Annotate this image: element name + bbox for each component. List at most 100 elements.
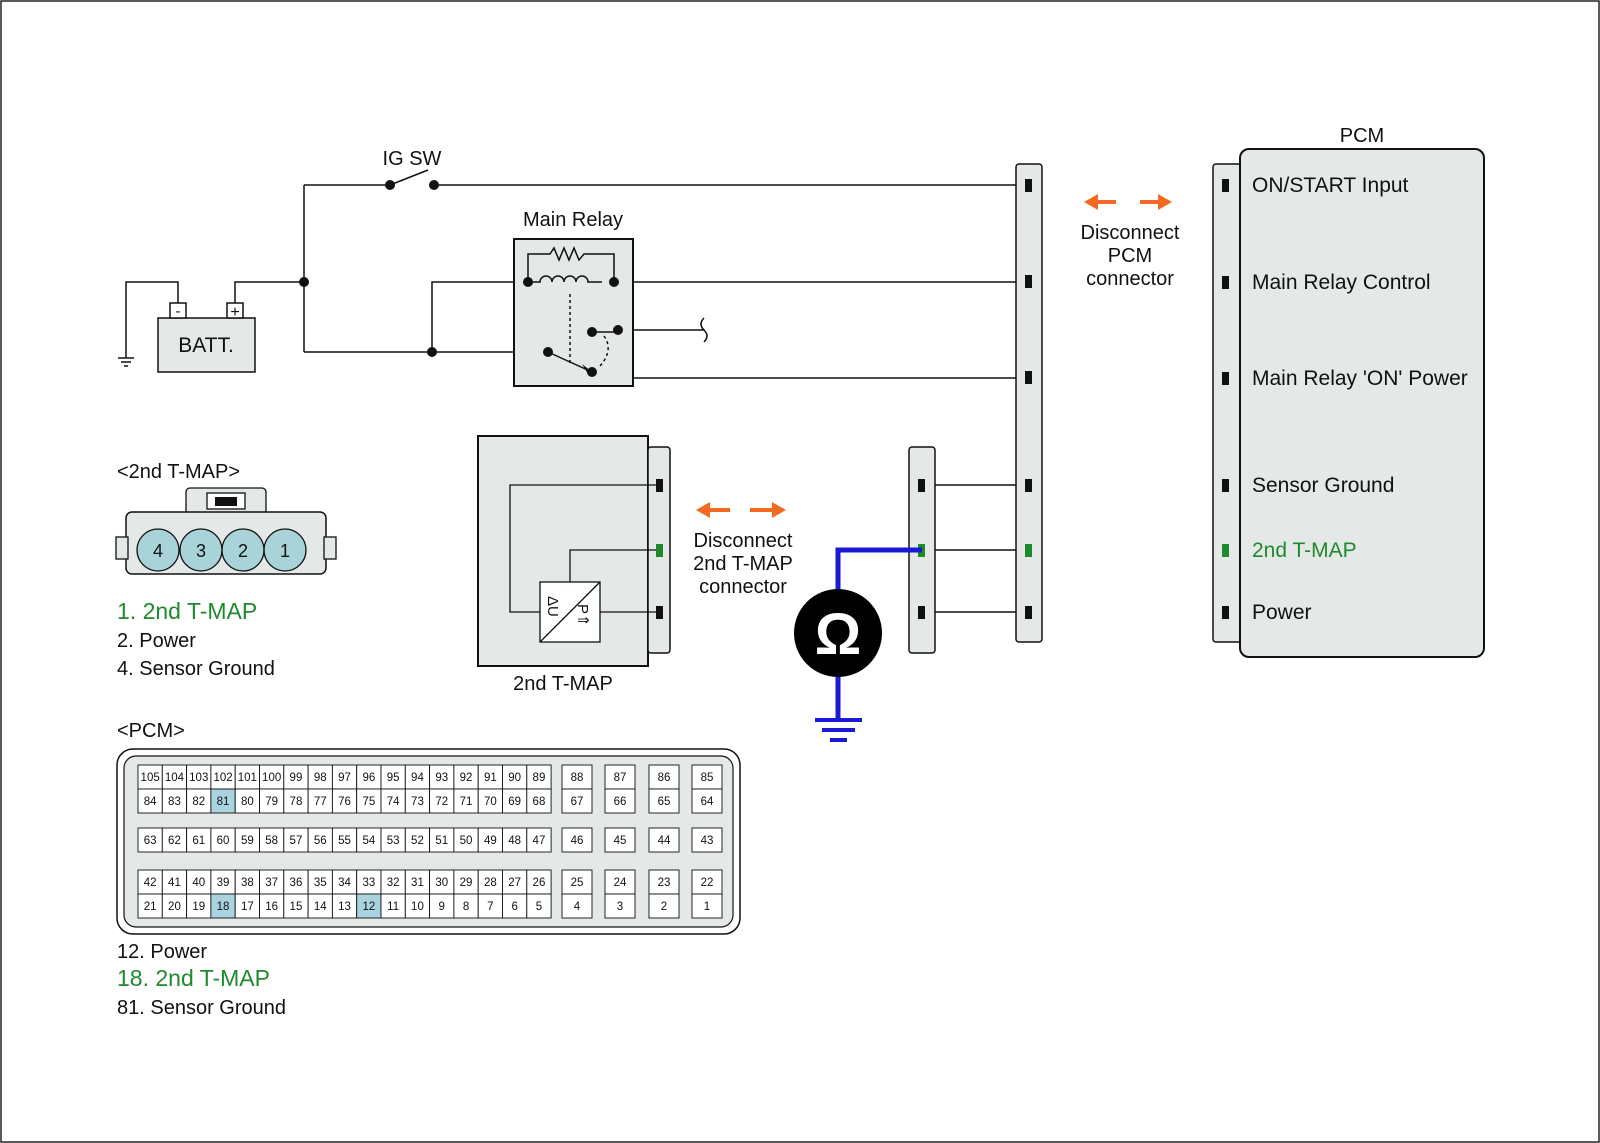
- pcm-pin-number: 92: [460, 772, 473, 784]
- pcm-pin-cell: [137, 827, 163, 853]
- pcm-pin-cell: [477, 788, 503, 814]
- pcm-pin-number: 25: [571, 877, 584, 889]
- pcm-pin-cell: [283, 869, 309, 895]
- relay-switch-arc: [599, 335, 609, 367]
- disconnect-tmap-line-1: Disconnect: [694, 530, 793, 552]
- pcm-pin-cell: [210, 788, 236, 814]
- legend-line: 1. 2nd T-MAP: [117, 598, 257, 624]
- pcm-pin-terminal: [1222, 544, 1229, 557]
- pcm-pin-cell: [356, 788, 382, 814]
- pcm-pin-cell: [429, 869, 455, 895]
- pcm-pin-number: 104: [165, 772, 185, 784]
- pcm-harness-pin-3: [1025, 371, 1032, 384]
- pcm-pin-cell: [477, 893, 503, 919]
- pcm-pin-number: 58: [265, 835, 278, 847]
- disconnect-pcm-line-2: PCM: [1108, 245, 1152, 267]
- pcm-pin-cell: [691, 869, 723, 895]
- ig-switch: IG SW: [383, 148, 442, 190]
- pcm-pin-number: 24: [614, 877, 627, 889]
- pcm-pin-number: 59: [241, 835, 254, 847]
- pcm-pin-terminal: [1222, 479, 1229, 492]
- pcm-pin-number: 51: [435, 835, 448, 847]
- ohmmeter: Ω: [794, 547, 922, 742]
- disconnect-tmap-line-3: connector: [699, 576, 787, 598]
- pcm-pin-cell: [604, 869, 636, 895]
- pcm-pin-number: 45: [614, 835, 627, 847]
- pcm-pin-cell: [453, 893, 479, 919]
- pcm-pin-number: 83: [168, 796, 181, 808]
- legend-line: 18. 2nd T-MAP: [117, 965, 270, 991]
- pcm-pin-cell: [502, 827, 528, 853]
- pcm-pin-number: 50: [460, 835, 473, 847]
- pcm-pin-cell: [502, 893, 528, 919]
- tmap-connector-pin-number: 4: [153, 541, 163, 561]
- tmap-harness-pin-sensor-ground: [918, 479, 925, 492]
- pcm-pin-cell: [453, 788, 479, 814]
- pcm-pin-cell: [691, 827, 723, 853]
- pcm-pin-cell: [648, 788, 680, 814]
- pcm-harness-pin-2: [1025, 275, 1032, 288]
- pcm-pin-terminal: [1222, 606, 1229, 619]
- pcm-pin-cell: [561, 869, 593, 895]
- pcm-pin-cell: [331, 869, 358, 895]
- pcm-pin-number: 100: [262, 772, 281, 784]
- pcm-pin-number: 42: [144, 877, 157, 889]
- pcm-pin-number: 30: [435, 877, 448, 889]
- pcm-pin-cell: [259, 788, 285, 814]
- pcm-pin-cell: [380, 788, 406, 814]
- pcm-pin-cell: [404, 869, 431, 895]
- pcm-pin-cell: [283, 827, 309, 853]
- pcm-pin-cell: [210, 764, 236, 790]
- pcm-pin-number: 48: [508, 835, 521, 847]
- pcm-pin-label: ON/START Input: [1252, 174, 1409, 197]
- pcm-pin-number: 99: [290, 772, 303, 784]
- pcm-pin-number: 73: [411, 796, 424, 808]
- pcm-pin-number: 8: [463, 901, 469, 913]
- pcm-pin-number: 26: [533, 877, 546, 889]
- pcm-pin-number: 38: [241, 877, 254, 889]
- pcm-pin-cell: [604, 764, 636, 790]
- pcm-pin-number: 77: [314, 796, 327, 808]
- ohmmeter-body: [794, 589, 882, 677]
- pcm-pin-cell: [561, 788, 593, 814]
- battery: - + BATT.: [157, 302, 256, 373]
- pcm-pin-number: 39: [217, 877, 230, 889]
- pcm-pin-number: 46: [571, 835, 584, 847]
- pcm-pin-cell: [429, 827, 455, 853]
- pcm-pin-number: 12: [362, 901, 375, 913]
- tmap-connector-ear-right: [323, 536, 337, 560]
- pcm-pin-number: 68: [533, 796, 546, 808]
- main-relay-body: [513, 238, 634, 387]
- pcm-pin-cell: [561, 893, 593, 919]
- pcm-pin-cell: [561, 827, 593, 853]
- pcm-pin-cell: [526, 764, 552, 790]
- pcm-arrow-left-head: [1084, 194, 1098, 210]
- pcm-pin-number: 36: [290, 877, 303, 889]
- pcm-pin-number: 2: [661, 901, 667, 913]
- ig-sw-contact-left: [385, 180, 395, 190]
- pcm-pin-cell: [380, 893, 406, 919]
- pcm-pin-number: 61: [192, 835, 205, 847]
- disconnect-pcm-line-1: Disconnect: [1081, 222, 1180, 244]
- legend-line: 12. Power: [117, 941, 207, 963]
- tmap-connector-pin: [263, 528, 307, 572]
- pcm-pin-cell: [307, 788, 333, 814]
- battery-pos-label: +: [230, 304, 239, 321]
- pcm-harness-pin-5: [1025, 544, 1032, 557]
- pcm-pin-number: 88: [571, 772, 584, 784]
- pcm-pin-number: 64: [701, 796, 714, 808]
- pcm-pin-number: 27: [508, 877, 521, 889]
- pcm-pin-cell: [380, 827, 406, 853]
- pcm-pin-number: 95: [387, 772, 400, 784]
- pcm-pin-cell: [453, 764, 479, 790]
- pcm-pin-number: 96: [362, 772, 375, 784]
- pcm-pin-number: 91: [484, 772, 497, 784]
- pcm-arrow-right-head: [1158, 194, 1172, 210]
- pcm-pin-number: 72: [435, 796, 448, 808]
- pcm-pin-number: 79: [265, 796, 278, 808]
